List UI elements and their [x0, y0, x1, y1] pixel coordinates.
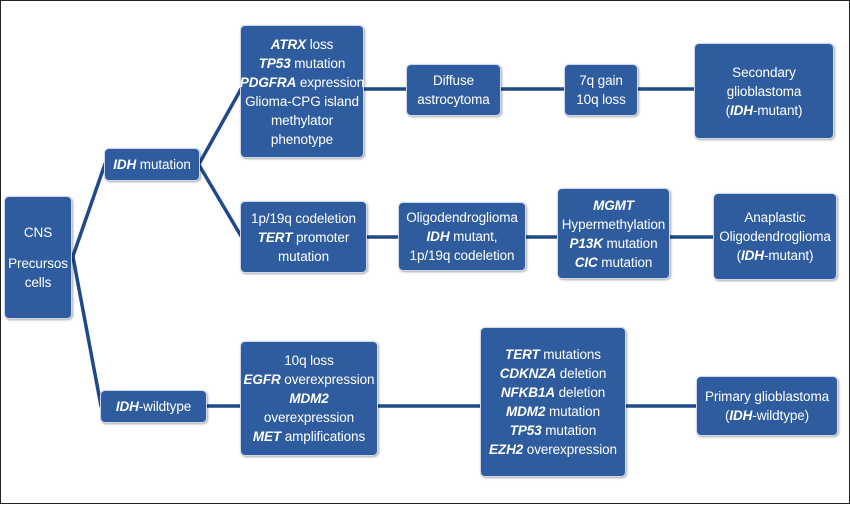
nfkb1a-text: deletion [555, 385, 606, 400]
overexpression-text: overexpression [263, 410, 355, 425]
node-secondary-glioblastoma: Secondary glioblastoma (IDH-mutant) [694, 43, 834, 139]
edge-idh-mutation-to-codeletion [197, 163, 243, 238]
node-anaplastic-oligodendroglioma: Anaplastic Oligodendroglioma (IDH-mutant… [713, 193, 837, 280]
edge-idh-mutation-to-astro-markers [197, 87, 243, 166]
idh-gene-label: IDH [740, 248, 764, 263]
gain-line1: 7q gain [579, 73, 623, 88]
codel-line1: 1p/19q codeletion [251, 210, 356, 226]
diffuse-line2: astrocytoma [417, 92, 490, 107]
atrx-text: loss [306, 36, 334, 52]
node-7q-gain-10q-loss: 7q gain 10q loss [564, 64, 638, 116]
idh-gene-label: IDH [729, 408, 753, 423]
idh-gene-label: IDH [729, 102, 753, 118]
node-idh-mutation: IDH mutation [104, 148, 200, 181]
gcimp-line2: methylator [270, 112, 334, 128]
tp53-text: mutation [541, 423, 597, 438]
10q-loss-text: 10q loss [284, 353, 334, 368]
met-gene-label: MET [252, 429, 282, 444]
tp53-text: mutation [290, 55, 346, 71]
node-oligodendroglioma: Oligodendroglioma IDH mutant, 1p/19q cod… [398, 202, 526, 271]
p13k-gene-label: P13K [569, 235, 603, 251]
mdm2-gene-label: MDM2 [506, 404, 546, 419]
node-primary-glioblastoma: Primary glioblastoma (IDH-wildtype) [696, 376, 838, 436]
edge-cns-to-idh-wildtype [71, 255, 103, 408]
node-idh-wildtype: IDH-wildtype [100, 390, 207, 423]
diffuse-line1: Diffuse [432, 73, 475, 88]
secondary-line1: Secondary [732, 64, 796, 80]
mutant-text: -mutant) [752, 102, 803, 118]
node-astrocytoma-markers: ATRX loss TP53 mutation PDGFRA expressio… [240, 25, 364, 158]
wildtype-text: -wildtype) [752, 408, 810, 423]
gain-line2: 10q loss [576, 92, 626, 107]
tp53-gene-label: TP53 [509, 423, 542, 438]
oligo-line1: Oligodendroglioma [406, 210, 518, 225]
cdknza-gene-label: CDKNZA [499, 366, 557, 381]
cdknza-text: deletion [556, 366, 607, 381]
idh-gene-label: IDH [426, 229, 450, 244]
node-cns-precursor-cells: CNS Precursos cells [4, 196, 72, 319]
cic-gene-label: CIC [574, 254, 598, 270]
gcimp-line1: Glioma-CPG island [245, 93, 359, 109]
node-cns-line2: Precursos [8, 256, 68, 271]
tert-text: mutations [539, 347, 601, 362]
node-mgmt-hypermethylation: MGMT Hypermethylation P13K mutation CIC … [557, 188, 670, 279]
egfr-gene-label: EGFR [243, 372, 281, 387]
pdgfra-gene-label: PDGFRA [239, 74, 297, 90]
oligo-line3: 1p/19q codeletion [409, 248, 515, 263]
anaplastic-line2: Oligodendroglioma [719, 229, 831, 244]
idh-wildtype-text: -wildtype [138, 399, 192, 414]
tert-gene-label: TERT [257, 229, 293, 245]
node-diffuse-astrocytoma: Diffuse astrocytoma [406, 64, 501, 116]
primary-line1: Primary glioblastoma [704, 389, 830, 404]
mdm2-gene-label: MDM2 [289, 391, 329, 406]
node-cns-line1: CNS [23, 225, 53, 240]
mdm2-text: mutation [545, 404, 600, 419]
egfr-text: overexpression [280, 372, 375, 387]
cic-text: mutation [597, 254, 653, 270]
mgmt-gene-label: MGMT [593, 197, 634, 213]
edge-cns-to-idh-mutation [71, 162, 107, 258]
gcimp-line3: phenotype [270, 131, 334, 147]
mutant-text: mutant, [449, 229, 498, 244]
met-text: amplifications [281, 429, 366, 444]
hypermethylation-text: Hypermethylation [561, 216, 666, 232]
ezh2-gene-label: EZH2 [489, 442, 524, 457]
ezh2-text: overexpression [523, 442, 617, 457]
promoter-text: promoter [292, 229, 350, 245]
paren-open: ( [725, 102, 731, 118]
nfkb1a-gene-label: NFKB1A [500, 385, 555, 400]
idh-gene-label: IDH [113, 157, 137, 172]
node-tert-mutations: TERT mutations CDKNZA deletion NFKB1A de… [480, 327, 626, 477]
idh-gene-label: IDH [115, 399, 139, 414]
idh-mutation-text: mutation [136, 157, 191, 172]
secondary-line2: glioblastoma [726, 83, 802, 99]
anaplastic-line1: Anaplastic [744, 210, 806, 225]
atrx-gene-label: ATRX [270, 36, 307, 52]
tert-gene-label: TERT [505, 347, 540, 362]
tp53-gene-label: TP53 [258, 55, 291, 71]
paren-open: ( [736, 248, 742, 263]
pdgfra-text: expression [296, 74, 365, 90]
node-wildtype-markers: 10q loss EGFR overexpression MDM2 overex… [240, 341, 378, 456]
node-cns-line3: cells [24, 275, 52, 290]
p13k-text: mutation [602, 235, 658, 251]
codel-line3: mutation [278, 248, 329, 264]
mutant-text: -mutant) [763, 248, 814, 263]
node-1p19q-codeletion: 1p/19q codeletion TERT promoter mutation [240, 201, 367, 273]
paren-open: ( [724, 408, 730, 423]
